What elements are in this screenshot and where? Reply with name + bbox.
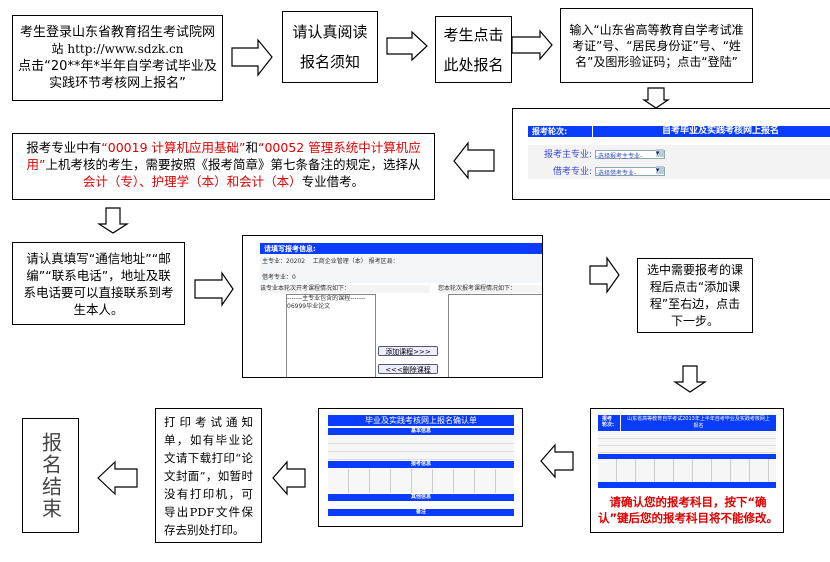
- confirm-title: 毕业及实践考核网上报名确认单: [328, 415, 514, 426]
- list-header: -------主专业包含的课程-------: [287, 295, 366, 302]
- arrow-right-icon: [511, 29, 553, 61]
- note-highlight: “00019 计算机应用基础”: [101, 140, 246, 155]
- step-print-notice: 打印考试通知单，如有毕业论文请下载打印“论文封面”，如暂时没有打印机，可导出PD…: [155, 408, 262, 543]
- arrow-left-icon: [540, 443, 574, 479]
- add-course-button[interactable]: 添加课程>>>: [378, 346, 438, 356]
- course-item[interactable]: 06999毕业论文: [287, 303, 331, 310]
- final-section-bar: [598, 454, 776, 459]
- section-other: 其他信息: [328, 494, 514, 501]
- main-major-select[interactable]: -选择报考主专业-: [594, 149, 665, 160]
- exam-table: [328, 469, 514, 493]
- step-enter-info: 输入“山东省高等教育自学考试准考证”号、“居民身份证”号、“姓名”及图形验证码；…: [560, 8, 753, 83]
- screenshot-confirm-slip: 毕业及实践考核网上报名确认单 基本信息 报考信息 其他信息 备注: [318, 408, 523, 527]
- step-text: 点击“20**年*半年自学考试毕业及: [18, 59, 217, 74]
- screenshot-course-select: 请填写报考信息: 主专业：20202 工商企业管理（本） 报考区县： 借考专业：0…: [242, 235, 543, 378]
- note-highlight: 会计（专）、护理学（本）和会计（本）: [82, 174, 302, 189]
- section-remark: 备注: [328, 509, 514, 516]
- arrow-left-icon: [97, 460, 138, 496]
- borrow-major-select[interactable]: -选择借考专业-: [594, 166, 665, 177]
- arrow-down-icon: [96, 207, 130, 234]
- step-text: 打印考试通知单，如有毕业论文请下载打印“论文封面”，如暂时没有打印机，可导出PD…: [164, 414, 253, 537]
- screenshot-major-select: 报考轮次: 自考毕业及实践考核网上报名 报考主专业: -选择报考主专业- 借考专…: [512, 108, 830, 200]
- confirm-warning: 请确认您的报考科目，按下“确认”键后您的报考科目将不能修改。: [597, 495, 779, 525]
- note-text: 上机考核的考生，需要按照《报考简章》第七条备注的规定，选择从: [45, 157, 421, 172]
- courses-header: 请填写报考信息:: [260, 243, 542, 254]
- step-text: 站 http://www.sdzk.cn: [51, 42, 184, 56]
- section-basic: 基本信息: [328, 428, 514, 435]
- step-text: 此处报名: [443, 55, 504, 74]
- round-label: 报考轮次:: [598, 415, 620, 431]
- major-form: 报考主专业: -选择报考主专业- 借考专业: -选择借考专业-: [528, 145, 830, 179]
- step-end: 报名结束: [22, 418, 79, 533]
- final-header: 报考轮次: 山东省高等教育自学考试2013年上半年自考毕业及实践考核网上报名: [598, 415, 776, 431]
- available-course-list[interactable]: -------主专业包含的课程------- 06999毕业论文: [286, 294, 376, 377]
- round-label: 报考轮次:: [528, 126, 592, 137]
- step-login: 考生登录山东省教育招生考试院网 站 http://www.sdzk.cn 点击“…: [12, 15, 223, 101]
- borrow-major: 借考专业：0: [262, 274, 296, 281]
- step-text: 报名须知: [299, 53, 360, 71]
- note-highlight: “00052 管理系统中计算机应用”: [26, 140, 421, 172]
- step-text: 选中需要报考的课程后点击“添加课程”至右边，点击下一步。: [646, 262, 743, 328]
- right-caption: 您本轮次报考课程情况如下：: [438, 285, 542, 293]
- final-info-rows: [598, 432, 776, 454]
- screenshot-final-confirm: 报考轮次: 山东省高等教育自学考试2013年上半年自考毕业及实践考核网上报名 请…: [590, 408, 784, 533]
- arrow-right-icon: [231, 38, 273, 77]
- step-fill-contact: 请认真填写“通信地址”“邮编”“联系电话”，地址及联系电话要可以直接联系到考生本…: [12, 242, 185, 325]
- arrow-left-icon: [272, 460, 306, 496]
- step-text: 请认真阅读: [292, 23, 368, 41]
- step-text: 输入“山东省高等教育自学考试准考证”号、“居民身份证”号、“姓名”及图形验证码；…: [569, 22, 744, 69]
- borrow-major-label: 借考专业:: [552, 167, 592, 177]
- step-text: 请认真填写“通信地址”“邮编”“联系电话”，地址及联系电话要可以直接联系到考生本…: [23, 250, 174, 317]
- major-name: 工商企业管理（本）: [312, 258, 367, 265]
- final-exam-table: [598, 459, 776, 482]
- note-text: 和: [245, 140, 258, 155]
- step-text: 考生登录山东省教育招生考试院网: [19, 25, 215, 40]
- final-title: 山东省高等教育自学考试2013年上半年自考毕业及实践考核网上报名: [621, 415, 776, 431]
- step-text: 实践环节考核网上报名”: [49, 76, 186, 91]
- selected-course-list[interactable]: [448, 294, 542, 377]
- step-click-signup: 考生点击 此处报名: [435, 16, 512, 83]
- left-caption: 该专业本轮次开考课程情况如下：: [260, 285, 430, 293]
- major-header: 报考轮次: 自考毕业及实践考核网上报名: [528, 126, 830, 137]
- end-text: 报名结束: [38, 431, 63, 520]
- district: 报考区县：: [368, 258, 399, 265]
- basic-rows: [328, 436, 514, 460]
- confirm-bar: [598, 482, 776, 488]
- note-text: 报考专业中有: [26, 140, 102, 155]
- arrow-down-icon: [642, 87, 670, 109]
- main-major: 主专业：20202: [262, 258, 306, 265]
- arrow-right-icon: [194, 271, 234, 307]
- courses-info: 主专业：20202 工商企业管理（本） 报考区县： 借考专业：0: [260, 255, 542, 283]
- step-read-notice: 请认真阅读 报名须知: [282, 11, 378, 83]
- major-title: 自考毕业及实践考核网上报名: [593, 126, 830, 137]
- arrow-right-icon: [386, 30, 428, 62]
- remove-course-button[interactable]: <<<删除课程: [378, 364, 438, 374]
- main-major-label: 报考主专业:: [543, 150, 592, 160]
- arrow-down-icon: [673, 365, 707, 393]
- arrow-right-icon: [589, 256, 620, 294]
- step-borrow-note: 报考专业中有“00019 计算机应用基础”和“00052 管理系统中计算机应用”…: [12, 133, 435, 200]
- note-text: 专业借考。: [301, 174, 365, 189]
- step-select-course: 选中需要报考的课程后点击“添加课程”至右边，点击下一步。: [637, 258, 753, 333]
- step-text: 考生点击: [443, 25, 504, 44]
- section-exam: 报考信息: [328, 461, 514, 468]
- arrow-left-icon: [453, 141, 495, 180]
